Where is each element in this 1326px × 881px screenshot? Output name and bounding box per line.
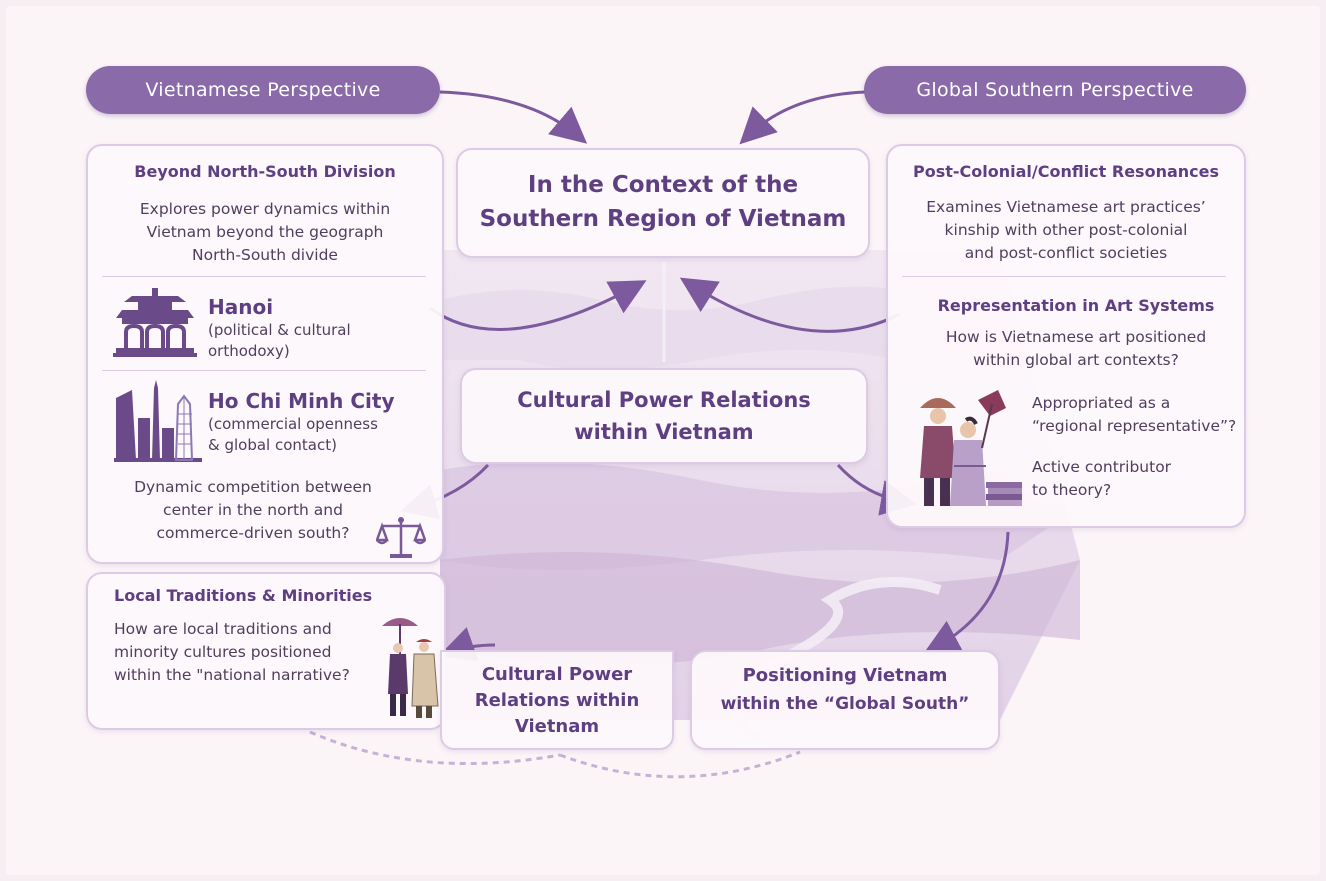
bottom-right-line: Positioning Vietnam [742, 665, 948, 686]
arrow-left-curve-up [429, 280, 647, 331]
local-line: minority cultures positioned [114, 643, 332, 661]
hcmc-desc-line: (commercial openness [208, 415, 378, 433]
representation-line: How is Vietnamese art positioned [945, 328, 1207, 346]
representation-heading: Representation in Art Systems [937, 296, 1215, 315]
cultural-power-line1: Cultural Power Relations [517, 388, 811, 412]
vietnamese-perspective-pill: Vietnamese Perspective [86, 66, 440, 114]
context-title-line1: In the Context of the [527, 172, 799, 198]
beyond-north-south-heading: Beyond North-South Division [134, 162, 396, 181]
minority-couple-icon [382, 618, 439, 718]
representation-line: within global art contexts? [973, 351, 1179, 369]
representation-desc: How is Vietnamese art positioned within … [888, 326, 1264, 372]
right-panel: Post-Colonial/Conflict Resonances Examin… [886, 144, 1246, 528]
positioning-global-south-card: Positioning Vietnam within the “Global S… [690, 650, 1000, 750]
arrow-right-curve-up [679, 277, 901, 333]
cultural-power-line2: within Vietnam [574, 420, 754, 444]
beyond-north-south-desc: Explores power dynamics within Vietnam b… [88, 198, 442, 267]
bottom-cultural-power-card: Cultural Power Relations within Vietnam [440, 650, 674, 750]
local-line: How are local traditions and [114, 620, 332, 638]
global-southern-perspective-pill: Global Southern Perspective [864, 66, 1246, 114]
hcmc-title: Ho Chi Minh City [208, 389, 395, 413]
q2-line: to theory? [1032, 481, 1112, 499]
bottom-left-line: Relations within [474, 690, 640, 711]
competition-line: Dynamic competition between [134, 478, 372, 496]
bottom-dashed-connector [309, 730, 801, 779]
competition-text: Dynamic competition between center in th… [88, 476, 418, 545]
local-line: within the "national narrative? [114, 666, 350, 684]
hanoi-title: Hanoi [208, 295, 274, 319]
bottom-left-line: Cultural Power [481, 664, 633, 685]
hanoi-desc-line: (political & cultural [208, 321, 351, 339]
divider [102, 276, 426, 277]
cultural-power-card: Cultural Power Relations within Vietnam [460, 368, 868, 464]
local-traditions-desc: How are local traditions and minority cu… [114, 618, 350, 687]
context-card: In the Context of the Southern Region of… [456, 148, 870, 258]
desc-line: North-South divide [192, 246, 338, 264]
desc-line: Vietnam beyond the geograph [146, 223, 384, 241]
divider [102, 370, 426, 371]
q1-line: “regional representative”? [1032, 417, 1237, 435]
post-colonial-desc: Examines Vietnamese art practices’ kinsh… [888, 196, 1244, 265]
q2-line: Active contributor [1032, 458, 1172, 476]
left-panel: Beyond North-South Division Explores pow… [86, 144, 444, 564]
post-colonial-line: and post-conflict societies [964, 244, 1168, 262]
hcmc-block: Ho Chi Minh City (commercial openness & … [208, 388, 395, 456]
arrow-right-perspective [739, 90, 867, 145]
arrow-right-to-bottom [923, 531, 1010, 654]
desc-line: Explores power dynamics within [139, 200, 391, 218]
q1-line: Appropriated as a [1032, 394, 1171, 412]
bottom-left-line: Vietnam [514, 716, 600, 737]
post-colonial-heading: Post-Colonial/Conflict Resonances [912, 162, 1220, 181]
local-traditions-heading: Local Traditions & Minorities [114, 586, 373, 605]
contributor-question: Active contributor to theory? [1032, 456, 1171, 502]
divider [902, 276, 1226, 277]
traditional-couple-icon [920, 390, 1022, 506]
post-colonial-line: Examines Vietnamese art practices’ [926, 198, 1206, 216]
hanoi-desc-line: orthodoxy) [208, 342, 290, 360]
competition-line: center in the north and [163, 501, 343, 519]
hcmc-desc-line: & global contact) [208, 436, 337, 454]
context-title-line2: Southern Region of Vietnam [479, 206, 847, 232]
hanoi-gate-icon [113, 288, 197, 357]
competition-line: commerce-driven south? [156, 524, 350, 542]
appropriated-question: Appropriated as a “regional representati… [1032, 392, 1236, 438]
scales-icon [376, 517, 426, 558]
skyline-icon [114, 380, 202, 462]
post-colonial-line: kinship with other post-colonial [944, 221, 1188, 239]
local-traditions-panel: Local Traditions & Minorities How are lo… [86, 572, 446, 730]
bottom-right-line: within the “Global South” [720, 694, 970, 714]
arrow-left-perspective [439, 90, 588, 144]
hanoi-block: Hanoi (political & cultural orthodoxy) [208, 294, 351, 362]
